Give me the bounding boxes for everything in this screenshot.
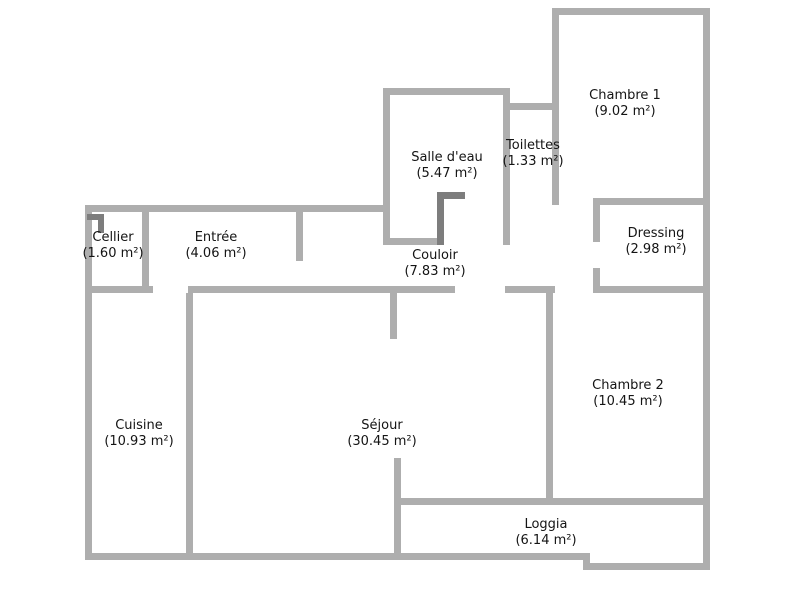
wall-cuisine-divider: [186, 293, 193, 560]
room-name: Cuisine: [115, 418, 163, 433]
wall-band-bottom-1: [85, 286, 153, 293]
room-area: (9.02 m²): [594, 104, 656, 119]
room-label-chambre2: Chambre 2 (10.45 m²): [592, 378, 664, 410]
room-label-chambre1: Chambre 1 (9.02 m²): [589, 88, 661, 120]
wall-bottom-main: [85, 553, 590, 560]
room-area: (7.83 m²): [404, 264, 466, 279]
room-name: Toilettes: [506, 138, 560, 153]
wall-toilettes-top: [503, 103, 559, 110]
wall-dressing-top: [593, 198, 710, 205]
wall-band-bottom-2: [188, 286, 455, 293]
room-area: (10.45 m²): [593, 394, 663, 409]
wall-chambre2-top: [595, 286, 710, 293]
wall-salledeau-top: [383, 88, 510, 95]
room-label-cuisine: Cuisine (10.93 m²): [104, 418, 173, 450]
room-area: (1.60 m²): [82, 246, 144, 261]
room-name: Chambre 2: [592, 378, 664, 393]
room-area: (4.06 m²): [185, 246, 247, 261]
wall-outer-left: [85, 205, 92, 560]
wall-cellier-stub-h: [87, 214, 104, 220]
room-name: Loggia: [524, 517, 568, 532]
wall-cellier-divider: [142, 205, 149, 293]
wall-shower-horizontal: [437, 192, 465, 199]
wall-salledeau-bottom: [383, 238, 443, 245]
room-label-dressing: Dressing (2.98 m²): [625, 226, 686, 258]
room-name: Entrée: [194, 230, 238, 245]
room-label-loggia: Loggia (6.14 m²): [515, 517, 576, 549]
wall-shower-vertical: [437, 196, 444, 245]
wall-sejour-chambre2: [546, 293, 553, 505]
wall-dressing-left-upper: [593, 198, 600, 242]
room-label-sejour: Séjour (30.45 m²): [347, 418, 416, 450]
room-area: (1.33 m²): [502, 154, 564, 169]
room-name: Couloir: [412, 248, 458, 263]
wall-loggia-top: [394, 498, 710, 505]
wall-bottom-jog: [583, 553, 590, 570]
wall-loggia-left: [394, 458, 401, 560]
room-label-toilettes: Toilettes (1.33 m²): [502, 138, 563, 170]
room-name: Cellier: [92, 230, 134, 245]
wall-entree-divider: [296, 205, 303, 261]
room-area: (30.45 m²): [347, 434, 417, 449]
room-area: (10.93 m²): [104, 434, 174, 449]
room-name: Séjour: [361, 418, 403, 433]
room-name: Salle d'eau: [411, 150, 483, 165]
wall-salledeau-left: [383, 88, 390, 245]
wall-loggia-bottom: [583, 563, 710, 570]
room-name: Chambre 1: [589, 88, 661, 103]
room-area: (5.47 m²): [416, 166, 478, 181]
wall-couloir-stub: [390, 293, 397, 339]
wall-cellier-stub-v: [98, 214, 104, 233]
room-area: (2.98 m²): [625, 242, 687, 257]
wall-band-top: [85, 205, 390, 212]
wall-chambre1-top: [552, 8, 710, 15]
wall-dressing-left-lower: [593, 268, 600, 293]
wall-salledeau-right: [503, 88, 510, 245]
wall-band-bottom-3: [505, 286, 555, 293]
room-label-cellier: Cellier (1.60 m²): [82, 230, 143, 262]
room-label-entree: Entrée (4.06 m²): [185, 230, 246, 262]
room-name: Dressing: [627, 226, 685, 241]
room-area: (6.14 m²): [515, 533, 577, 548]
room-label-couloir: Couloir (7.83 m²): [404, 248, 465, 280]
room-label-salledeau: Salle d'eau (5.47 m²): [411, 150, 483, 182]
